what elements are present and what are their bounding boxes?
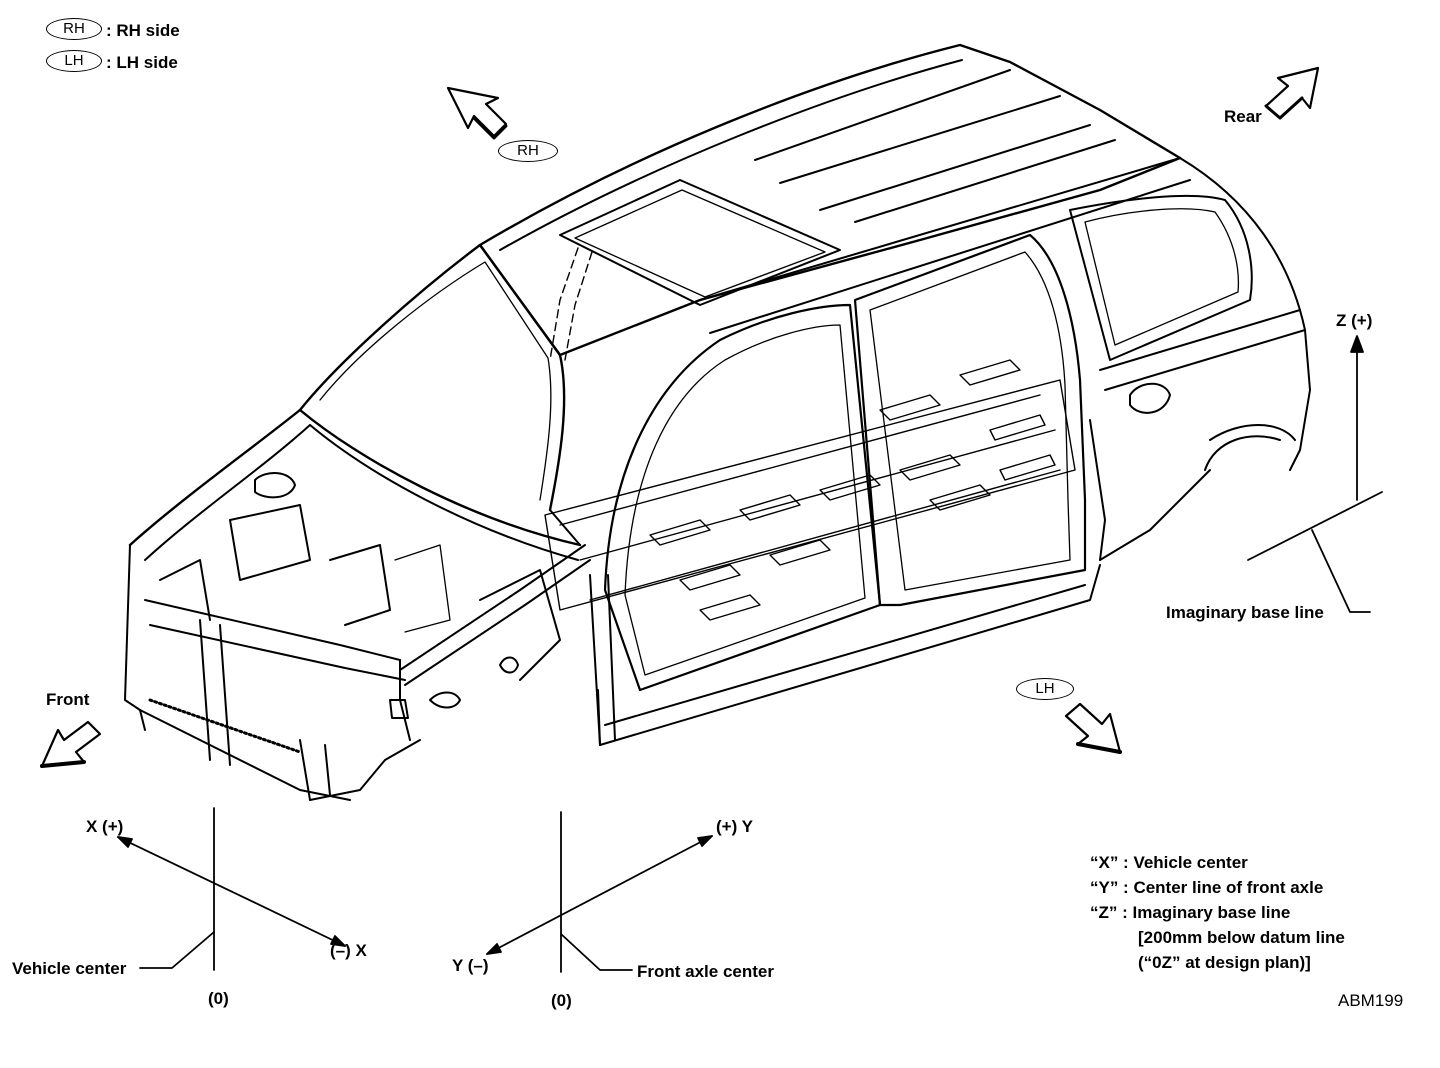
note-x: “X” : Vehicle center [1090, 853, 1248, 872]
y-axis [486, 811, 713, 973]
z-axis [1247, 335, 1383, 613]
imaginary-base-line-label: Imaginary base line [1166, 603, 1324, 622]
x-zero-label: (0) [208, 989, 229, 1008]
z-plus-label: Z (+) [1336, 311, 1373, 330]
door-openings [603, 233, 1087, 692]
floor-pan [544, 359, 1076, 621]
roof-panel [478, 43, 1191, 357]
windshield-frame [298, 243, 593, 561]
vehicle-center-label: Vehicle center [12, 959, 127, 978]
front-axle-center-label: Front axle center [637, 962, 774, 981]
note-y: “Y” : Center line of front axle [1090, 878, 1324, 897]
x-plus-label: X (+) [86, 817, 124, 836]
note-z: “Z” : Imaginary base line [1090, 903, 1291, 922]
lh-direction-arrow [1064, 702, 1122, 754]
x-minus-label: (–) X [330, 941, 367, 960]
x-axis [117, 807, 346, 971]
rh-direction-arrow [446, 86, 508, 138]
lh-legend-badge: LH [46, 50, 102, 72]
note-z-detail-1: [200mm below datum line [1138, 928, 1345, 947]
front-label: Front [46, 690, 90, 709]
rh-legend-badge: RH [46, 18, 102, 40]
rear-direction-arrow [1264, 66, 1320, 120]
rh-legend-text: : RH side [106, 21, 180, 40]
figure-code: ABM199 [1338, 991, 1404, 1010]
rh-direction-badge: RH [498, 140, 558, 162]
y-zero-label: (0) [551, 991, 572, 1010]
lh-legend-text: : LH side [106, 53, 178, 72]
rear-quarter-panel [1069, 157, 1311, 561]
side-sill [597, 564, 1101, 746]
rear-label: Rear [1224, 107, 1262, 126]
front-structure [124, 408, 616, 801]
note-z-detail-2: (“0Z” at design plan)] [1138, 953, 1311, 972]
y-plus-label: (+) Y [716, 817, 754, 836]
front-direction-arrow [40, 720, 102, 768]
y-minus-label: Y (–) [452, 956, 489, 975]
lh-direction-badge: LH [1016, 678, 1074, 700]
